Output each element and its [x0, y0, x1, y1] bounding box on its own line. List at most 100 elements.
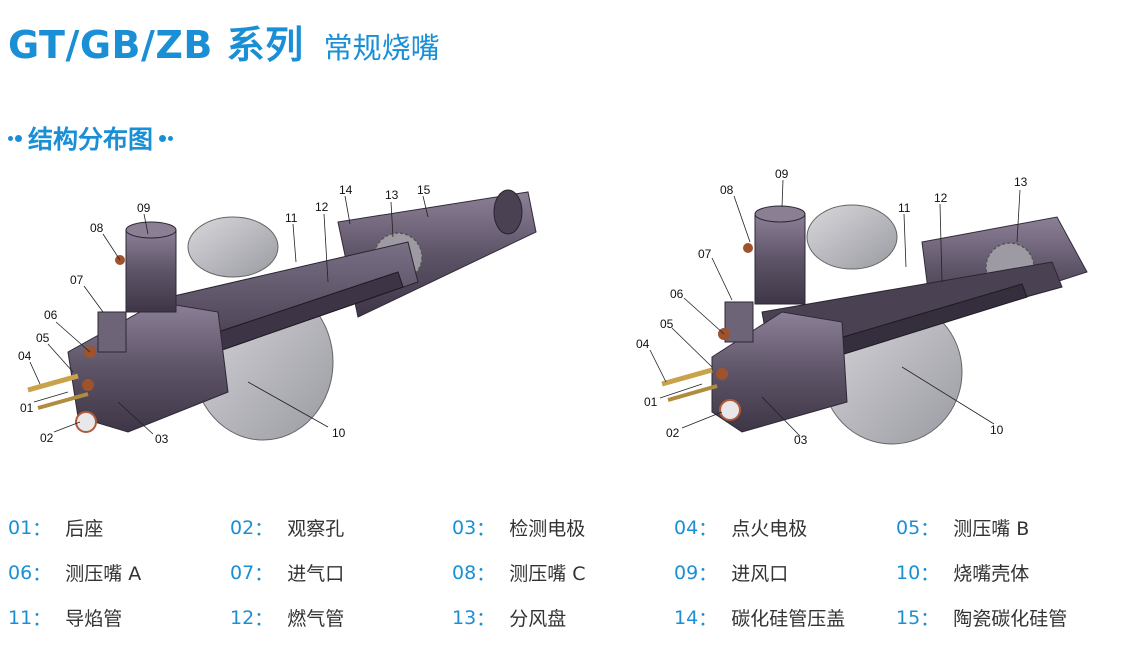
callout-08: 08	[90, 221, 104, 235]
legend-item: 01： 后座	[8, 514, 230, 541]
callout-07: 07	[698, 247, 712, 261]
legend-name: 碳化硅管压盖	[731, 608, 846, 630]
section-title: 结构分布图	[28, 125, 154, 154]
legend-code: 01	[8, 516, 33, 539]
legend-item: 10： 烧嘴壳体	[896, 559, 1118, 586]
legend-colon: ：	[254, 563, 274, 585]
legend-item: 12： 燃气管	[230, 604, 452, 631]
legend-item: 05： 测压嘴 B	[896, 514, 1118, 541]
burner-diagram-right: 09 08 07 06 05 04 01 02 03 10 11 12 13	[632, 162, 1102, 462]
legend-item: 07： 进气口	[230, 559, 452, 586]
callout-12: 12	[315, 200, 329, 214]
legend-code: 12	[230, 606, 255, 629]
dots-left-icon	[8, 134, 22, 142]
legend-colon: ：	[254, 518, 274, 540]
page-header: GT/GB/ZB 系列 常规烧嘴	[8, 14, 440, 69]
legend-name: 观察孔	[287, 518, 345, 540]
legend-colon: ：	[698, 608, 718, 630]
callout-05: 05	[36, 331, 50, 345]
legend-colon: ：	[920, 608, 940, 630]
legend-item: 13：分风盘	[452, 604, 674, 631]
legend-row: 06：测压嘴 A 07：进气口 08：测压嘴 C 09：进风口 10：烧嘴壳体	[8, 550, 1118, 595]
legend-name: 进气口	[287, 563, 345, 585]
legend-code: 08	[452, 561, 477, 584]
callout-11: 11	[898, 201, 911, 215]
parts-legend: 01：后座 02：观察孔 03：检测电极 04：点火电极 05：测压嘴 B 06…	[8, 505, 1118, 640]
legend-code: 05	[896, 516, 921, 539]
legend-name: 烧嘴壳体	[953, 563, 1030, 585]
legend-colon: ：	[698, 563, 718, 585]
legend-code: 13	[452, 606, 477, 629]
legend-colon: ：	[476, 563, 496, 585]
legend-name: 测压嘴 A	[65, 563, 142, 585]
legend-item: 14： 碳化硅管压盖	[674, 604, 896, 631]
legend-item: 11： 导焰管	[8, 604, 230, 631]
legend-code: 06	[8, 561, 33, 584]
callout-13: 13	[385, 188, 399, 202]
callout-07: 07	[70, 273, 84, 287]
section-header: 结构分布图	[8, 120, 174, 156]
legend-name: 导焰管	[65, 608, 123, 630]
callout-03: 03	[794, 433, 808, 447]
callout-09: 09	[775, 167, 789, 181]
callout-13: 13	[1014, 175, 1028, 189]
legend-colon: ：	[32, 563, 52, 585]
callout-14: 14	[339, 183, 353, 197]
legend-name: 测压嘴 C	[509, 563, 586, 585]
legend-name: 进风口	[731, 563, 789, 585]
page-subtitle: 常规烧嘴	[323, 31, 440, 65]
callout-10: 10	[990, 423, 1004, 437]
legend-item: 04： 点火电极	[674, 514, 896, 541]
legend-code: 11	[8, 606, 33, 629]
callout-11: 11	[285, 211, 298, 225]
legend-item: 09： 进风口	[674, 559, 896, 586]
legend-name: 陶瓷碳化硅管	[953, 608, 1068, 630]
legend-colon: ：	[32, 608, 52, 630]
legend-item: 08： 测压嘴 C	[452, 559, 674, 586]
callout-15: 15	[417, 183, 431, 197]
callout-04: 04	[18, 349, 32, 363]
legend-item: 06： 测压嘴 A	[8, 559, 230, 586]
legend-code: 07	[230, 561, 255, 584]
legend-code: 14	[674, 606, 699, 629]
page-title: GT/GB/ZB 系列	[8, 23, 304, 67]
callout-06: 06	[670, 287, 684, 301]
legend-name: 测压嘴 B	[953, 518, 1030, 540]
legend-name: 点火电极	[731, 518, 808, 540]
callout-03: 03	[155, 432, 169, 446]
callout-04: 04	[636, 337, 650, 351]
legend-code: 09	[674, 561, 699, 584]
legend-row: 01：后座 02：观察孔 03：检测电极 04：点火电极 05：测压嘴 B	[8, 505, 1118, 550]
legend-code: 03	[452, 516, 477, 539]
callout-01: 01	[20, 401, 34, 415]
callout-06: 06	[44, 308, 58, 322]
callout-02: 02	[40, 431, 54, 445]
callout-08: 08	[720, 183, 734, 197]
legend-item: 02： 观察孔	[230, 514, 452, 541]
callout-02: 02	[666, 426, 680, 440]
burner-diagram-left: 09 08 07 06 05 04 01 02 03 10 11 12 14 1…	[8, 162, 556, 462]
legend-item: 15： 陶瓷碳化硅管	[896, 604, 1118, 631]
burner-cutaway-left-svg: 09 08 07 06 05 04 01 02 03 10 11 12 14 1…	[18, 183, 537, 446]
legend-name: 后座	[65, 518, 104, 540]
legend-item: 03： 检测电极	[452, 514, 674, 541]
legend-colon: ：	[476, 608, 496, 630]
legend-code: 02	[230, 516, 255, 539]
legend-code: 04	[674, 516, 699, 539]
legend-name: 燃气管	[287, 608, 345, 630]
legend-name: 检测电极	[509, 518, 586, 540]
legend-colon: ：	[254, 608, 274, 630]
burner-cutaway-right-svg: 09 08 07 06 05 04 01 02 03 10 11 12 13	[636, 167, 1088, 447]
legend-colon: ：	[920, 518, 940, 540]
callout-12: 12	[934, 191, 948, 205]
callout-05: 05	[660, 317, 674, 331]
legend-colon: ：	[698, 518, 718, 540]
legend-colon: ：	[32, 518, 52, 540]
legend-code: 10	[896, 561, 921, 584]
legend-code: 15	[896, 606, 921, 629]
legend-colon: ：	[920, 563, 940, 585]
legend-colon: ：	[476, 518, 496, 540]
dots-right-icon	[159, 134, 174, 142]
callout-10: 10	[332, 426, 346, 440]
callout-01: 01	[644, 395, 658, 409]
